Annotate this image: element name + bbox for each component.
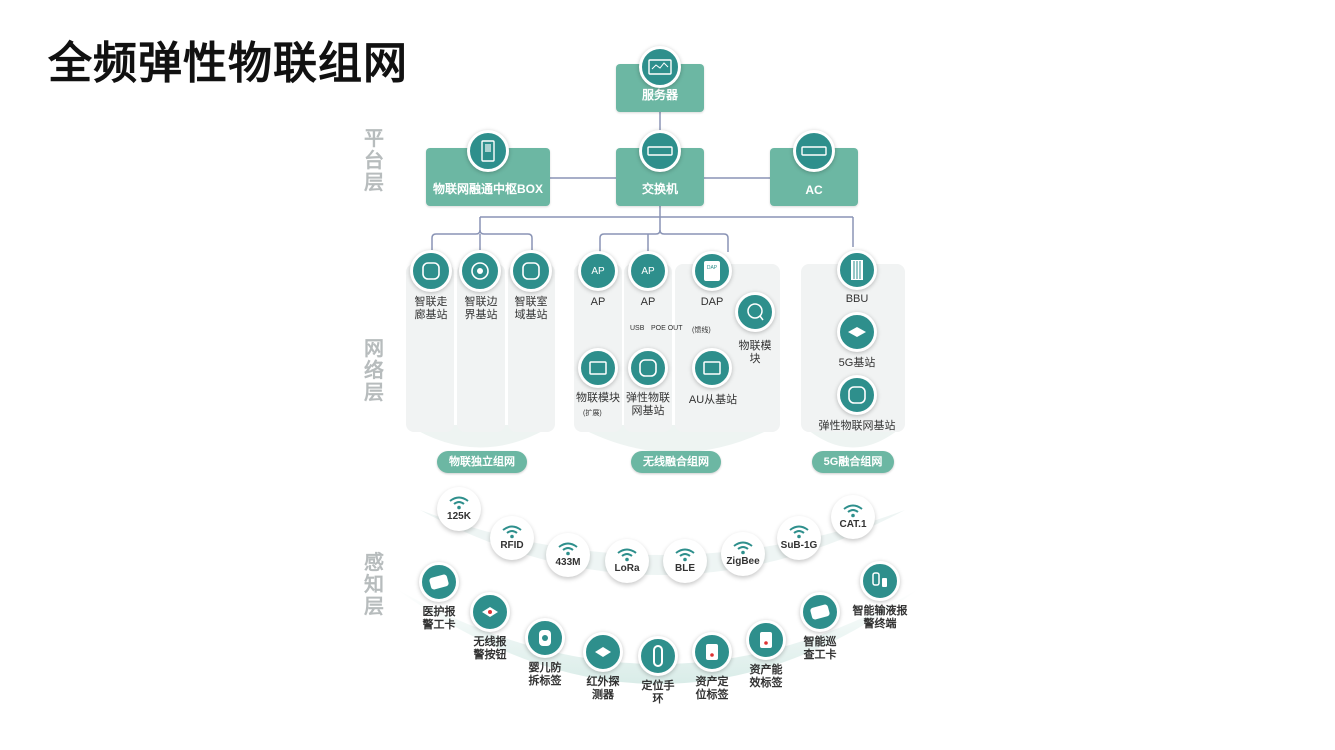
dap-label: DAP [700,296,724,308]
panel-dap [675,264,780,432]
protocol-433m: 433M [546,533,590,577]
elastic-station-1-label: 弹性物联网基站 [626,392,670,417]
wifi-icon [789,525,809,539]
elastic-station-1-icon [628,348,668,388]
layer-label-platform: 平台层 [364,128,384,194]
iot-module-icon [735,292,775,332]
asset-eff-tag-icon [746,620,786,660]
protocol-lora: LoRa [605,539,649,583]
asset-eff-tag-label: 资产能效标签 [749,664,783,689]
ap1-icon: AP [578,251,618,291]
panel-boundary [457,264,505,432]
patrol-card-icon [800,592,840,632]
iot-module-ext-label: 物联模块 [576,392,620,404]
ir-detector-label: 红外探测器 [586,676,620,701]
server-node[interactable]: 服务器 [616,64,704,112]
iot-module-ext-sub: (扩展) [583,410,602,417]
patrol-card-label: 智能巡查工卡 [803,636,837,661]
ap2-icon-text: AP [641,265,655,277]
corridor-station-label: 智联走廊基站 [414,296,448,321]
dap-icon-text: DAP [706,265,718,271]
wifi-icon [733,541,753,555]
protocol-rfid-label: RFID [500,540,524,551]
protocol-433m-label: 433M [555,557,581,568]
switch-label: 交换机 [641,182,678,196]
au-station-label: AU从基站 [688,394,738,406]
iot-module-ext-icon [578,348,618,388]
elastic-station-2-label: 弹性物联网基站 [818,420,896,432]
wired-label: (馈线) [692,327,711,334]
infant-tag-icon [525,618,565,658]
boundary-station-icon [459,250,501,292]
wireless-button-label: 无线报警按钮 [473,636,507,661]
protocol-zigbee: ZigBee [721,532,765,576]
iot-module-label: 物联模块 [738,340,772,365]
medical-card-label: 医护报警工卡 [422,606,456,631]
panel-corridor [406,264,454,432]
protocol-zigbee-label: ZigBee [726,556,760,567]
wifi-icon [843,504,863,518]
ap1-icon-text: AP [591,265,605,277]
bs5g-icon [837,312,877,352]
group-standalone-pill: 物联独立组网 [437,451,527,473]
iot-box-label: 物联网融通中枢BOX [432,182,543,196]
group-wireless-pill: 无线融合组网 [631,451,721,473]
wifi-icon [449,496,469,510]
dap-icon: DAP [692,251,732,291]
asset-loc-tag-icon [692,632,732,672]
protocol-ble-label: BLE [675,563,695,574]
protocol-125k-label: 125K [447,511,471,522]
ir-detector-icon [583,632,623,672]
bbu-icon [837,250,877,290]
layer-label-perception: 感知层 [364,552,384,618]
protocol-125k: 125K [437,487,481,531]
layer-label-network: 网络层 [364,338,384,404]
indoor-station-icon [510,250,552,292]
indoor-station-label: 智联室域基站 [514,296,548,321]
protocol-sub1g: SuB-1G [777,516,821,560]
wifi-icon [617,548,637,562]
protocol-sub1g-label: SuB-1G [780,540,818,551]
elastic-station-2-icon [837,375,877,415]
corridor-station-icon [410,250,452,292]
dap-icon-box: DAP [704,261,720,281]
protocol-ble: BLE [663,539,707,583]
asset-loc-tag-label: 资产定位标签 [695,676,729,701]
protocol-rfid: RFID [490,516,534,560]
au-station-icon [692,348,732,388]
server-icon [639,46,681,88]
infusion-terminal-icon [860,561,900,601]
infant-tag-label: 婴儿防拆标签 [528,662,562,687]
page-title: 全频弹性物联组网 [48,39,408,88]
iot-box-icon [467,130,509,172]
wifi-icon [502,525,522,539]
ap2-label: AP [640,296,656,308]
server-label: 服务器 [641,88,678,102]
switch-icon [639,130,681,172]
bracelet-label: 定位手环 [641,680,675,705]
protocol-cat1-label: CAT.1 [839,519,867,530]
ac-icon [793,130,835,172]
usb-label: USB [630,325,645,332]
bracelet-icon [638,636,678,676]
wireless-button-icon [470,592,510,632]
ap1-label: AP [590,296,606,308]
bs5g-label: 5G基站 [838,357,876,369]
wifi-icon [675,548,695,562]
medical-card-icon [419,562,459,602]
protocol-lora-label: LoRa [614,563,640,574]
ap2-icon: AP [628,251,668,291]
ac-label: AC [805,183,823,197]
boundary-station-label: 智联边界基站 [464,296,498,321]
panel-indoor [508,264,555,432]
infusion-terminal-label: 智能输液报警终端 [852,605,908,630]
bbu-label: BBU [845,293,869,305]
protocol-cat1: CAT.1 [831,495,875,539]
poe-label: POE OUT [651,325,683,332]
group-5g-pill: 5G融合组网 [812,451,894,473]
wifi-icon [558,542,578,556]
